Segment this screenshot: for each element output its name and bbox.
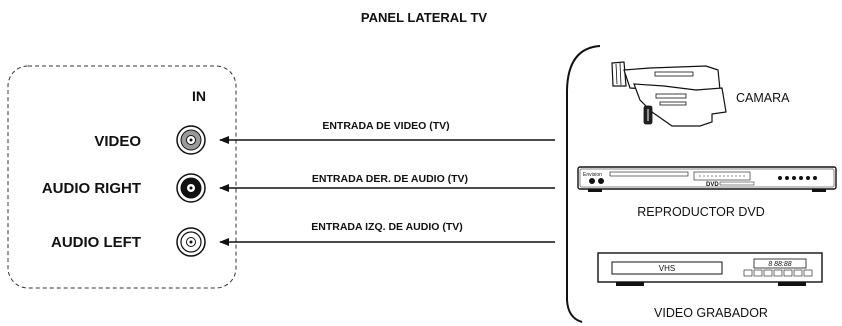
tv-side-panel: [7, 65, 237, 289]
connection-label-audio-left: ENTRADA IZQ. DE AUDIO (TV): [311, 221, 462, 233]
input-label-audio-left: AUDIO LEFT: [51, 234, 141, 251]
video-jack-icon[interactable]: [176, 125, 206, 155]
svg-text:DVD: DVD: [706, 182, 719, 188]
input-label-audio-right: AUDIO RIGHT: [42, 180, 141, 197]
device-name-video-grabador: VIDEO GRABADOR: [654, 306, 768, 320]
svg-text:8 88:88: 8 88:88: [768, 261, 791, 268]
device-group-bracket: [566, 45, 601, 323]
audio-right-jack-icon[interactable]: [176, 173, 206, 203]
in-label: IN: [192, 88, 206, 104]
connection-label-video: ENTRADA DE VIDEO (TV): [322, 120, 449, 132]
svg-text:VHS: VHS: [659, 264, 675, 273]
device-name-camara: CAMARA: [736, 91, 790, 105]
device-name-reproductor-dvd: REPRODUCTOR DVD: [637, 205, 765, 219]
connection-label-audio-right: ENTRADA DER. DE AUDIO (TV): [312, 173, 468, 185]
audio-left-jack-icon[interactable]: [176, 227, 206, 257]
diagram-title: PANEL LATERAL TV: [361, 10, 487, 25]
svg-text:Envision: Envision: [583, 172, 602, 178]
camcorder-icon: [611, 61, 727, 127]
input-label-video: VIDEO: [94, 133, 141, 150]
vcr-icon: VHS 8 88:88: [597, 252, 823, 286]
dvd-player-icon: Envision DVD: [577, 166, 837, 192]
